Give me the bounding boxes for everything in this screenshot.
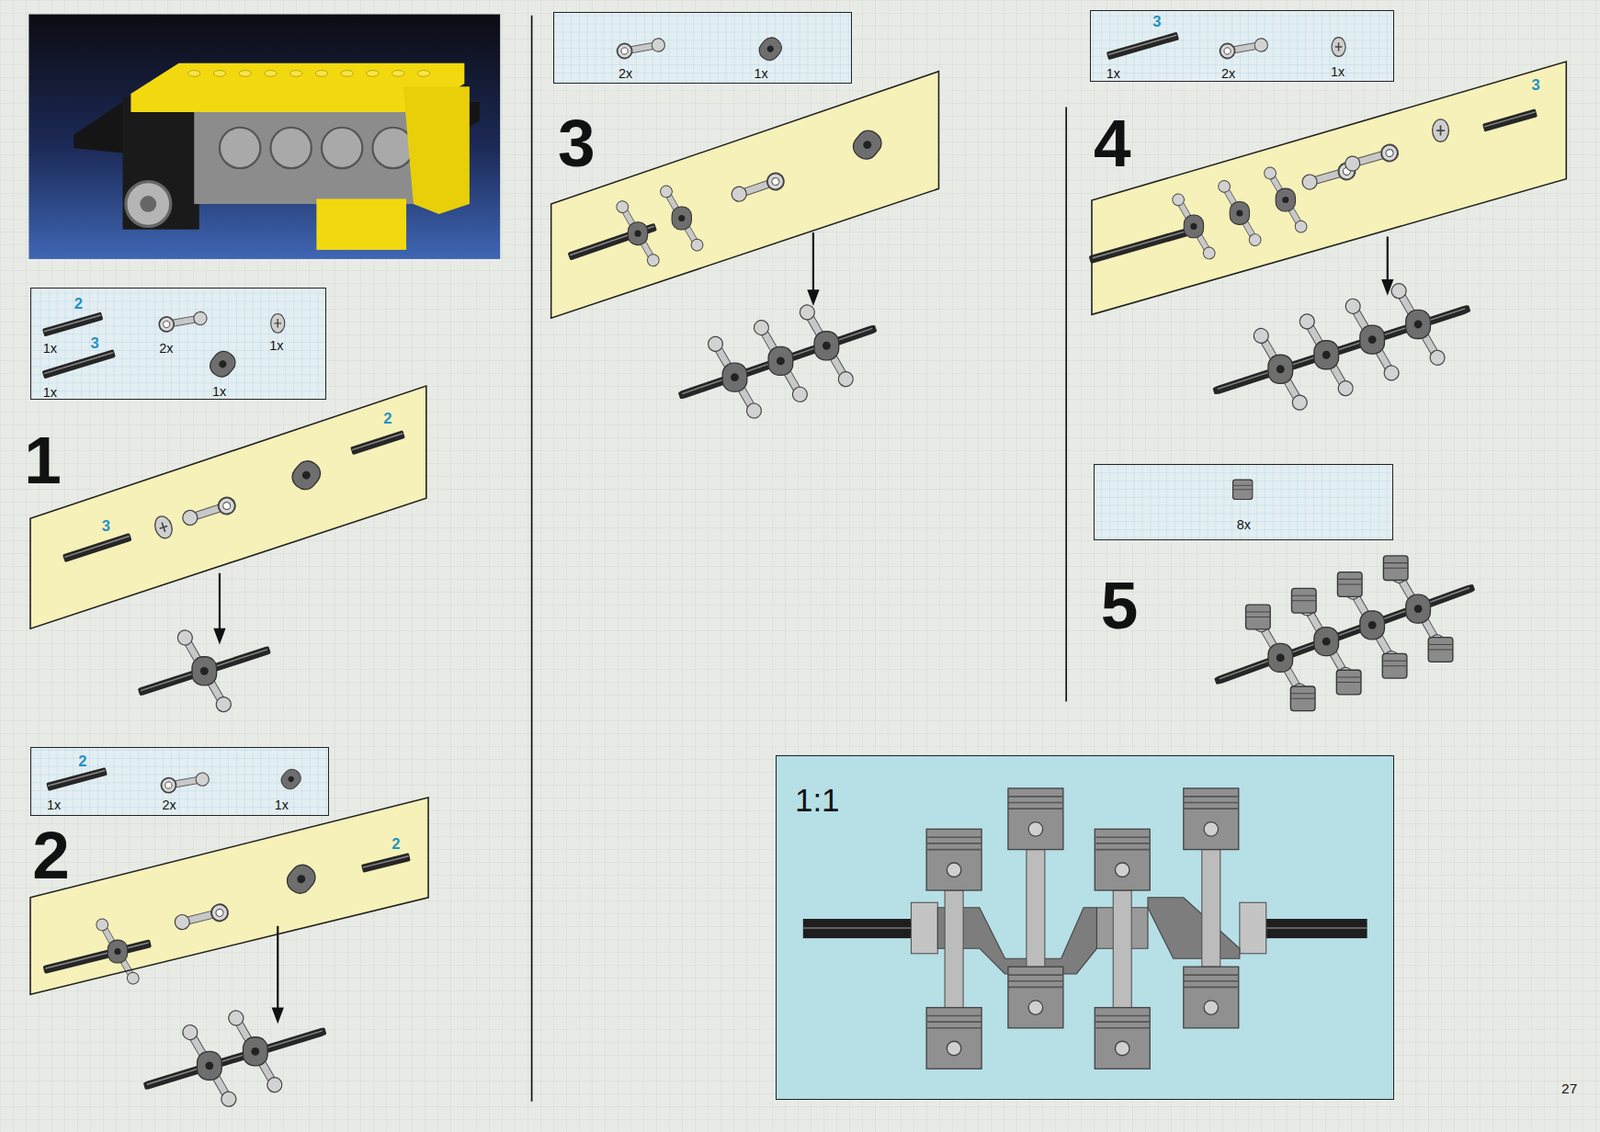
band-outline	[1091, 61, 1566, 315]
band-outline	[30, 385, 427, 629]
band-outline	[30, 385, 427, 629]
step-band: 3	[1091, 61, 1566, 315]
scale-box: 1:1	[775, 755, 1395, 1101]
part-count: 2x	[618, 67, 633, 80]
step-number: 5	[1100, 571, 1139, 639]
exploded-parts	[43, 108, 1538, 987]
part-count: 1x	[274, 798, 289, 812]
parts-box: 8x	[1093, 464, 1393, 541]
callout-number: 3	[1152, 14, 1161, 31]
part-count: 2x	[158, 340, 173, 354]
part-count: 1x	[1106, 67, 1121, 80]
parts-box: 3 1x 2x 1x	[1089, 10, 1395, 82]
part-count: 2x	[162, 798, 177, 812]
parts-box: 2 1x 3 1x 2x 1x 1x	[30, 287, 327, 400]
part-count: 8x	[1236, 517, 1251, 531]
part-icons	[42, 32, 1346, 795]
part-count: 1x	[43, 340, 57, 354]
parts-box: 2x 1x	[553, 11, 852, 84]
band-outline	[30, 797, 429, 995]
step-number: 2	[32, 821, 70, 889]
parts-box-ground	[31, 10, 1395, 817]
part-count: 1x	[1330, 64, 1345, 78]
band-outline	[30, 797, 429, 995]
part-count: 1x	[43, 385, 57, 399]
assembled-parts	[137, 280, 1476, 1110]
step-band: 2	[30, 797, 429, 995]
scale-box-ground	[775, 754, 1395, 1100]
part-count: 1x	[754, 67, 769, 80]
callout-number: 2	[391, 837, 400, 853]
page-number: 27	[1561, 1081, 1578, 1097]
step-number: 1	[23, 425, 62, 493]
step-number: 4	[1093, 109, 1132, 177]
parts-box: 2 1x 2x 1x	[30, 747, 329, 818]
step-band: 23	[30, 385, 427, 629]
callout-number: 2	[74, 295, 83, 312]
step-number: 3	[557, 109, 596, 177]
band-outline	[1091, 61, 1566, 315]
callout-number: 2	[383, 411, 392, 428]
step-arrow	[213, 232, 1394, 1024]
part-count: 1x	[212, 385, 227, 398]
callout-number: 3	[1531, 78, 1540, 94]
callout-number: 3	[102, 519, 111, 535]
callout-number: 3	[90, 336, 100, 352]
scale-label: 1:1	[794, 783, 840, 817]
callout-number: 2	[78, 754, 87, 771]
part-count: 1x	[269, 339, 284, 352]
part-count: 1x	[46, 798, 61, 812]
part-count: 2x	[1221, 67, 1236, 80]
model-photo	[28, 14, 500, 260]
scale-crankshaft	[803, 788, 1368, 1069]
